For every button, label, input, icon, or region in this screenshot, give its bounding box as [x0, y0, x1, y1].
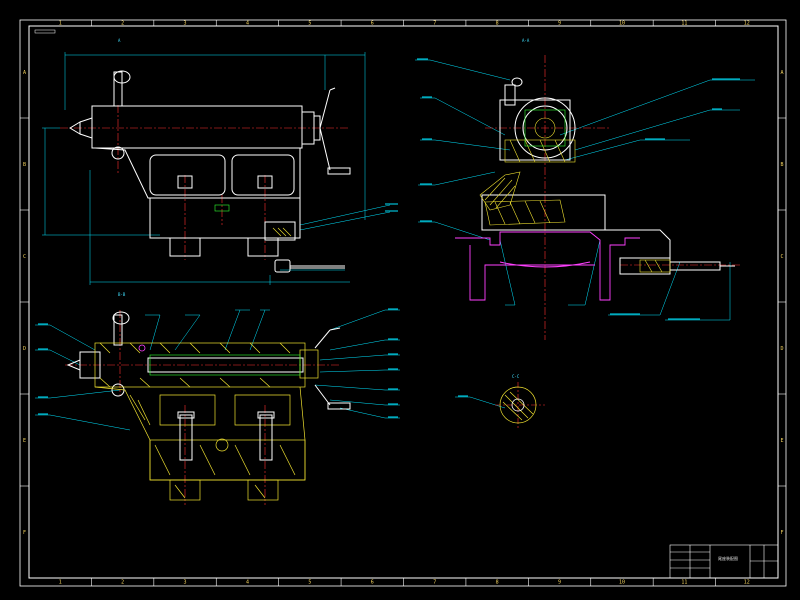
section-view: B-B: [35, 292, 400, 505]
row-label: E: [780, 438, 783, 444]
column-label: 9: [558, 580, 561, 586]
detail-view-outline: [511, 398, 525, 412]
section-view-leaders: [35, 309, 400, 431]
column-label: 7: [433, 580, 436, 586]
column-label: 3: [184, 580, 187, 586]
side-section-view: A-A: [415, 38, 755, 340]
front-view-centerlines: [60, 105, 350, 260]
column-label: 4: [246, 580, 249, 586]
annotation-marks: [38, 58, 740, 418]
corner-mark: [34, 29, 56, 34]
row-label: F: [23, 530, 26, 536]
row-label: D: [780, 346, 783, 352]
detail-view-leader: [455, 396, 506, 409]
column-label: 6: [371, 580, 374, 586]
outer-border: [19, 19, 787, 587]
side-view-outline: [481, 77, 735, 275]
column-label: 11: [681, 580, 687, 586]
front-view-hatch: [272, 227, 292, 237]
side-view-bed: [455, 231, 640, 301]
column-label: 10: [619, 580, 625, 586]
column-label: 1: [59, 580, 62, 586]
front-view-label: A: [118, 38, 121, 43]
column-label: 8: [496, 580, 499, 586]
row-grid-ticks: [20, 117, 786, 487]
column-label: 11: [681, 21, 687, 27]
column-label: 2: [121, 580, 124, 586]
title-block-title: 尾座装配图: [718, 555, 738, 561]
front-view: A: [42, 38, 391, 285]
column-label: 3: [184, 21, 187, 27]
column-label: 1: [59, 21, 62, 27]
column-label: 5: [308, 21, 311, 27]
section-view-centerlines: [65, 310, 340, 505]
column-label: 8: [496, 21, 499, 27]
front-view-outline: [69, 70, 351, 273]
section-view-hatch: [94, 342, 319, 501]
front-view-dimensions: [42, 52, 391, 285]
section-view-magenta: [138, 344, 146, 352]
row-label: F: [780, 530, 783, 536]
column-label: 2: [121, 21, 124, 27]
row-label: C: [780, 254, 783, 260]
front-view-green: [214, 204, 230, 212]
section-view-green: [149, 354, 301, 376]
column-label: 10: [619, 21, 625, 27]
side-view-hatch: [479, 117, 671, 273]
side-view-centerlines: [485, 55, 740, 340]
column-label: 6: [371, 21, 374, 27]
detail-view-label: C-C: [512, 374, 520, 379]
column-label: 7: [433, 21, 436, 27]
row-label: A: [780, 70, 783, 76]
row-label: A: [23, 70, 26, 76]
detail-view-hatch: [499, 386, 537, 424]
row-label: E: [23, 438, 26, 444]
inner-border: [28, 25, 779, 579]
section-view-outline: [66, 311, 351, 410]
column-label: 9: [558, 21, 561, 27]
column-label: 12: [744, 580, 750, 586]
column-grid-ticks: [91, 20, 716, 586]
side-view-leaders: [415, 59, 755, 321]
section-view-label: B-B: [118, 292, 126, 297]
row-grid-labels: A A B B C C D D E E F F: [23, 70, 784, 536]
detail-view-centerlines: [495, 382, 545, 430]
row-label: B: [23, 162, 26, 168]
detail-view: C-C: [455, 374, 545, 430]
row-label: D: [23, 346, 26, 352]
side-view-green: [524, 109, 566, 147]
column-label: 12: [744, 21, 750, 27]
row-label: C: [23, 254, 26, 260]
side-view-label: A-A: [522, 38, 530, 43]
row-label: B: [780, 162, 783, 168]
column-label: 5: [308, 580, 311, 586]
section-view-bolts: [177, 411, 275, 461]
title-block: [669, 544, 779, 579]
column-label: 4: [246, 21, 249, 27]
